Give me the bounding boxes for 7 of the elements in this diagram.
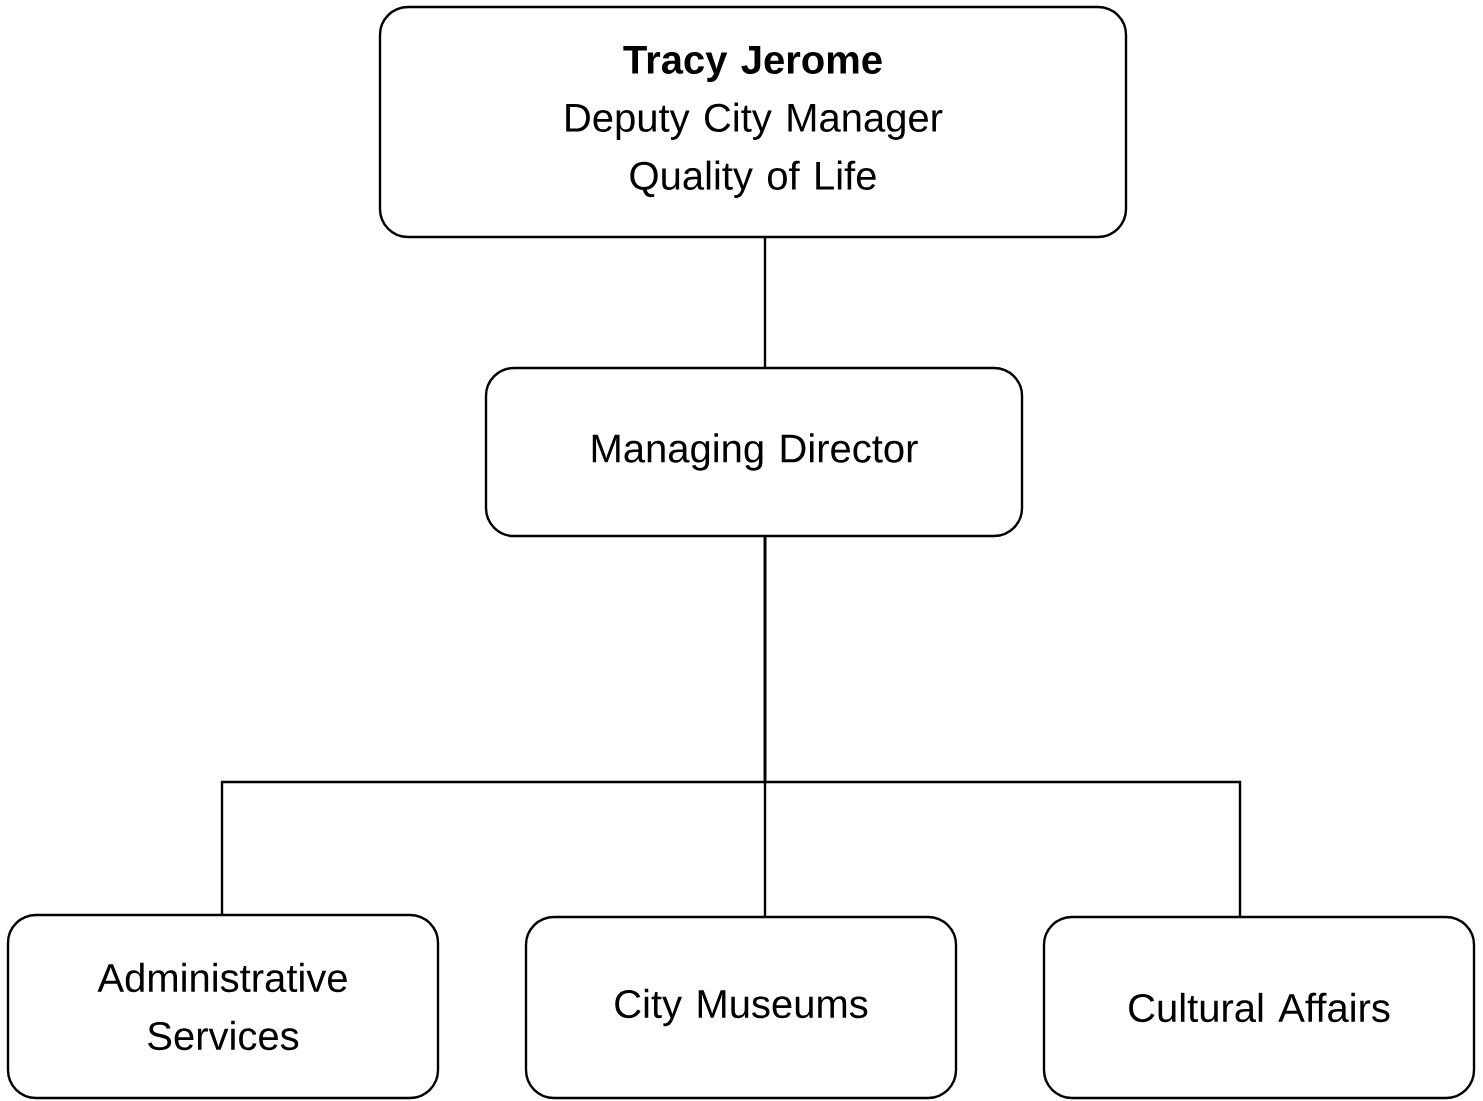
connector-line xyxy=(763,536,1242,917)
org-box: Managing Director xyxy=(484,366,1024,538)
connector-line xyxy=(763,237,767,368)
org-box: Cultural Affairs xyxy=(1042,915,1476,1100)
org-box: City Museums xyxy=(524,915,958,1100)
org-box: Tracy Jerome Deputy City Manager Quality of Life xyxy=(378,5,1128,239)
org-box: Administrative Services xyxy=(6,913,440,1100)
